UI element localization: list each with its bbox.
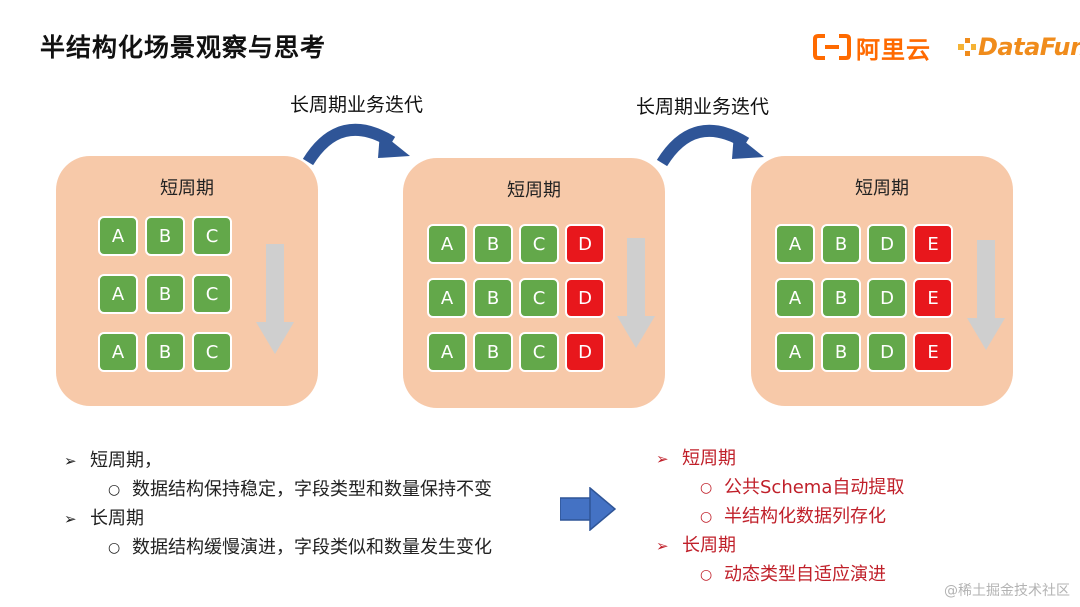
field-cell: C <box>519 278 559 318</box>
note-short-title: ➢ 短周期， <box>64 447 564 476</box>
iteration-label-1: 长周期业务迭代 <box>290 94 424 116</box>
page-title: 半结构化场景观察与思考 <box>40 33 327 62</box>
circle-bullet-icon: ○ <box>108 482 121 498</box>
note-short-detail: ○ 数据结构保持稳定，字段类型和数量保持不变 <box>64 476 564 505</box>
solution-short-item: ○ 半结构化数据列存化 <box>656 503 986 532</box>
field-cell: B <box>473 278 513 318</box>
right-notes: ➢ 短周期 ○ 公共Schema自动提取 ○ 半结构化数据列存化 ➢ 长周期 ○… <box>656 445 986 590</box>
curved-arrow-icon <box>656 124 764 167</box>
field-cell: A <box>98 332 138 372</box>
field-cell: A <box>775 278 815 318</box>
circle-bullet-icon: ○ <box>108 540 121 556</box>
panel-label: 短周期 <box>160 178 214 199</box>
field-cell: A <box>427 278 467 318</box>
aliyun-logo-text: 阿里云 <box>856 35 931 64</box>
field-cell: A <box>98 216 138 256</box>
field-cell: B <box>473 332 513 372</box>
down-arrow-icon <box>967 240 1005 350</box>
bullet-arrow-icon: ➢ <box>64 452 77 470</box>
field-cell: A <box>775 224 815 264</box>
field-cell: B <box>821 332 861 372</box>
field-cell: B <box>145 274 185 314</box>
field-cell: B <box>473 224 513 264</box>
bullet-arrow-icon: ➢ <box>656 537 669 555</box>
field-cell: B <box>145 216 185 256</box>
field-cell: B <box>821 224 861 264</box>
panel-label: 短周期 <box>855 178 909 199</box>
field-cell: C <box>192 216 232 256</box>
bullet-arrow-icon: ➢ <box>64 510 77 528</box>
field-cell: D <box>867 332 907 372</box>
new-field-cell: D <box>565 332 605 372</box>
new-field-cell: D <box>565 224 605 264</box>
field-cell: C <box>192 332 232 372</box>
new-field-cell: E <box>913 332 953 372</box>
solution-long-item: ○ 动态类型自适应演进 <box>656 561 986 590</box>
note-long-detail: ○ 数据结构缓慢演进，字段类似和数量发生变化 <box>64 534 564 563</box>
field-cell: C <box>192 274 232 314</box>
note-long-title: ➢ 长周期 <box>64 505 564 534</box>
circle-bullet-icon: ○ <box>700 509 713 525</box>
field-cell: A <box>775 332 815 372</box>
new-field-cell: E <box>913 224 953 264</box>
field-cell: B <box>145 332 185 372</box>
solution-long-title: ➢ 长周期 <box>656 532 986 561</box>
circle-bullet-icon: ○ <box>700 567 713 583</box>
panel-label: 短周期 <box>507 180 561 201</box>
logo-area: 阿里云 DataFun. <box>812 28 1080 68</box>
bullet-arrow-icon: ➢ <box>656 450 669 468</box>
field-cell: A <box>427 332 467 372</box>
field-cell: B <box>821 278 861 318</box>
down-arrow-icon <box>617 238 655 348</box>
solution-short-item: ○ 公共Schema自动提取 <box>656 474 986 503</box>
aliyun-logo-icon <box>813 34 851 60</box>
field-cell: A <box>427 224 467 264</box>
down-arrow-icon <box>256 244 294 354</box>
field-cell: D <box>867 224 907 264</box>
new-field-cell: D <box>565 278 605 318</box>
iteration-label-2: 长周期业务迭代 <box>636 96 770 118</box>
field-cell: D <box>867 278 907 318</box>
new-field-cell: E <box>913 278 953 318</box>
field-cell: A <box>98 274 138 314</box>
left-notes: ➢ 短周期， ○ 数据结构保持稳定，字段类型和数量保持不变 ➢ 长周期 ○ 数据… <box>64 447 564 563</box>
field-cell: C <box>519 332 559 372</box>
curved-arrow-icon <box>302 123 410 166</box>
watermark: @稀土掘金技术社区 <box>944 583 1070 599</box>
datafun-logo-icon <box>958 38 976 56</box>
datafun-logo: DataFun. <box>956 30 1080 64</box>
aliyun-logo: 阿里云 <box>812 30 931 64</box>
solution-short-title: ➢ 短周期 <box>656 445 986 474</box>
field-cell: C <box>519 224 559 264</box>
datafun-logo-text: DataFun. <box>978 33 1080 61</box>
circle-bullet-icon: ○ <box>700 480 713 496</box>
right-arrow-icon <box>560 487 616 531</box>
